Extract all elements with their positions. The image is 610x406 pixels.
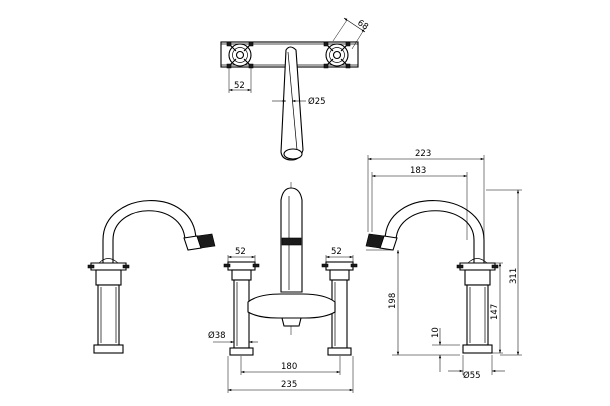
plan-left-handle-icon: [226, 41, 254, 69]
dim-top-handle-diameter: 68: [355, 18, 370, 32]
plan-right-handle-icon: [323, 41, 351, 69]
dim-front-right-handle: 52: [331, 247, 342, 257]
dim-body-height: 147: [490, 304, 500, 320]
dim-spout-height: 198: [388, 293, 398, 309]
dim-spout-reach-inner: 183: [410, 166, 426, 176]
dim-overall-height: 311: [509, 268, 519, 284]
dim-centre-distance: 180: [281, 362, 297, 372]
right-handle-icon: [459, 262, 496, 271]
plan-view: 68 52 Ø25: [220, 17, 370, 161]
left-foot: [93, 344, 124, 354]
right-aerator: [365, 233, 385, 249]
right-side-view: 223 183 198 10 Ø55 147 311: [365, 149, 522, 381]
front-left-handle-icon: [227, 261, 256, 271]
dim-front-left-handle: 52: [235, 247, 246, 257]
front-right-handle-icon: [325, 261, 354, 271]
left-spout-outer: [102, 200, 197, 264]
dim-base-diameter: Ø38: [208, 330, 226, 341]
dim-top-spout-diameter: Ø25: [308, 96, 326, 107]
left-aerator: [196, 233, 216, 249]
dim-overall-width: 235: [281, 380, 297, 390]
dim-top-handle-spacing: 52: [234, 81, 245, 91]
left-side-view: [87, 200, 216, 354]
right-foot: [462, 344, 493, 354]
right-spout-outer: [384, 200, 485, 264]
dim-deck-clearance: 10: [431, 327, 441, 338]
left-handle-icon: [90, 262, 127, 271]
dim-foot-diameter: Ø55: [463, 370, 481, 381]
front-view: 52 52 Ø38 180 235: [208, 182, 358, 393]
front-bridge: [247, 293, 336, 319]
dim-spout-reach-outer: 223: [415, 149, 431, 159]
front-aerator: [281, 237, 302, 246]
